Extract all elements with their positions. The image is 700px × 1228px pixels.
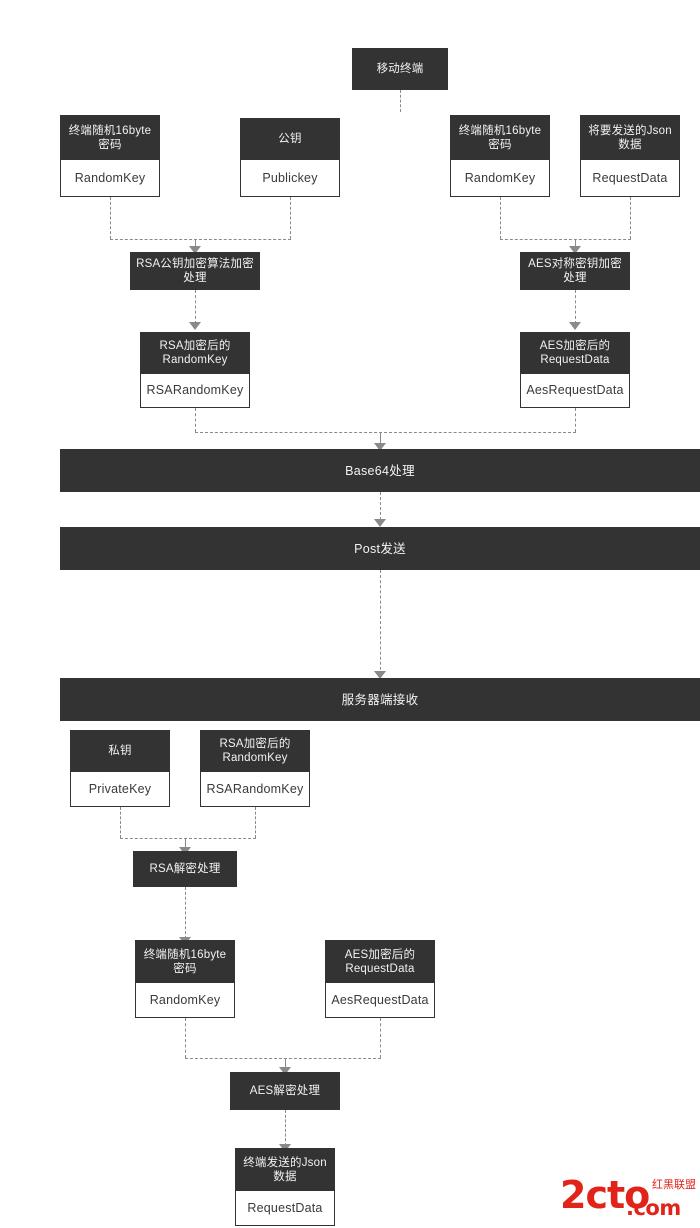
- bar-server-receive-label: 服务器端接收: [341, 692, 419, 707]
- connector-aesdata-server-down: [380, 1018, 381, 1058]
- connector-aes-merge-stem: [575, 239, 576, 249]
- connector-rsa-decrypt-stem: [185, 838, 186, 850]
- node-mobile-terminal: 移动终端: [352, 48, 448, 90]
- connector-randomkey-down: [110, 197, 111, 239]
- process-aes-encrypt-label: AES对称密钥加密处理: [528, 258, 622, 284]
- node-rsa-random-key: RSA加密后的RandomKey RSARandomKey: [140, 332, 250, 408]
- connector-requestdata-down: [630, 197, 631, 239]
- node-rsa-random-key-body: RSARandomKey: [140, 374, 250, 408]
- connector-publickey-down: [290, 197, 291, 239]
- node-public-key-head: 公钥: [240, 118, 340, 160]
- node-random-key-client: 终端随机16byte密码 RandomKey: [60, 115, 160, 197]
- bar-base64: Base64处理: [60, 449, 700, 492]
- node-rsa-random-key-server-body: RSARandomKey: [200, 772, 310, 807]
- node-public-key-body: Publickey: [240, 160, 340, 197]
- connector-rsa-result-down: [195, 408, 196, 432]
- arrow-into-server: [374, 671, 386, 679]
- node-aes-request-data-server-body: AesRequestData: [325, 983, 435, 1018]
- arrow-into-base64: [374, 443, 386, 451]
- node-private-key-body: PrivateKey: [70, 772, 170, 807]
- node-private-key: 私钥 PrivateKey: [70, 730, 170, 807]
- connector-base64-to-post: [380, 492, 381, 520]
- process-rsa-encrypt-label: RSA公钥加密算法加密处理: [136, 258, 254, 284]
- connector-post-to-server: [380, 570, 381, 675]
- node-final-request-data-head: 终端发送的Json数据: [235, 1148, 335, 1191]
- arrow-into-aes-decrypt: [279, 1067, 291, 1075]
- connector-aes-encrypt-out: [575, 290, 576, 324]
- connector-rsa-decrypt-out: [185, 887, 186, 939]
- node-aes-request-data-head: AES加密后的RequestData: [520, 332, 630, 374]
- connector-private-key-down: [120, 807, 121, 838]
- node-aes-request-data-server: AES加密后的RequestData AesRequestData: [325, 940, 435, 1018]
- node-final-request-data-body: RequestData: [235, 1191, 335, 1226]
- process-rsa-decrypt: RSA解密处理: [133, 851, 237, 887]
- node-random-key-client-body: RandomKey: [60, 160, 160, 197]
- arrow-into-rsa-result: [189, 322, 201, 330]
- arrow-into-post: [374, 519, 386, 527]
- node-random-key-server: 终端随机16byte密码 RandomKey: [135, 940, 235, 1018]
- node-rsa-random-key-server: RSA加密后的RandomKey RSARandomKey: [200, 730, 310, 807]
- node-request-data-json-head: 将要发送的Json数据: [580, 115, 680, 160]
- connector-title-stem: [400, 90, 401, 112]
- process-rsa-decrypt-label: RSA解密处理: [149, 863, 221, 875]
- arrow-into-rsa-encrypt: [189, 246, 201, 254]
- connector-randomkey-server-down: [185, 1018, 186, 1058]
- watermark-cn-text: 红黑联盟: [652, 1179, 696, 1191]
- connector-rsa-decrypt-merge-bar: [120, 838, 256, 839]
- connector-rsa-key-server-down: [255, 807, 256, 838]
- node-random-key-server-head: 终端随机16byte密码: [135, 940, 235, 983]
- node-random-key-aes: 终端随机16byte密码 RandomKey: [450, 115, 550, 197]
- node-request-data-json-body: RequestData: [580, 160, 680, 197]
- connector-aes-decrypt-out: [285, 1110, 286, 1146]
- node-mobile-terminal-label: 移动终端: [376, 63, 424, 75]
- connector-base64-stem: [380, 432, 381, 446]
- bar-base64-label: Base64处理: [345, 463, 415, 478]
- watermark-2cto: 2cto .com 红黑联盟: [560, 1176, 696, 1226]
- node-aes-request-data: AES加密后的RequestData AesRequestData: [520, 332, 630, 408]
- node-random-key-client-head: 终端随机16byte密码: [60, 115, 160, 160]
- watermark-domain-text: .com: [626, 1196, 681, 1220]
- arrow-into-aes-result: [569, 322, 581, 330]
- connector-aes-decrypt-merge-bar: [185, 1058, 381, 1059]
- arrow-into-aes-encrypt: [569, 246, 581, 254]
- node-public-key: 公钥 Publickey: [240, 118, 340, 197]
- node-aes-request-data-server-head: AES加密后的RequestData: [325, 940, 435, 983]
- node-random-key-aes-body: RandomKey: [450, 160, 550, 197]
- bar-post-send: Post发送: [60, 527, 700, 570]
- connector-aes-result-down: [575, 408, 576, 432]
- process-aes-decrypt: AES解密处理: [230, 1072, 340, 1110]
- connector-rsa-encrypt-out: [195, 290, 196, 324]
- node-request-data-json: 将要发送的Json数据 RequestData: [580, 115, 680, 197]
- process-aes-encrypt: AES对称密钥加密处理: [520, 252, 630, 290]
- node-rsa-random-key-server-head: RSA加密后的RandomKey: [200, 730, 310, 772]
- connector-aes-merge-bar: [500, 239, 631, 240]
- connector-rsa-merge-bar: [110, 239, 291, 240]
- process-rsa-encrypt: RSA公钥加密算法加密处理: [130, 252, 260, 290]
- bar-server-receive: 服务器端接收: [60, 678, 700, 721]
- node-rsa-random-key-head: RSA加密后的RandomKey: [140, 332, 250, 374]
- node-final-request-data: 终端发送的Json数据 RequestData: [235, 1148, 335, 1226]
- connector-base64-merge-bar: [195, 432, 576, 433]
- connector-aes-decrypt-stem: [285, 1058, 286, 1070]
- bar-post-send-label: Post发送: [354, 541, 406, 556]
- process-aes-decrypt-label: AES解密处理: [249, 1085, 321, 1097]
- node-aes-request-data-body: AesRequestData: [520, 374, 630, 408]
- connector-randomkey-aes-down: [500, 197, 501, 239]
- watermark-main-text: 2cto: [560, 1173, 650, 1217]
- connector-rsa-merge-stem: [195, 239, 196, 249]
- node-random-key-aes-head: 终端随机16byte密码: [450, 115, 550, 160]
- node-private-key-head: 私钥: [70, 730, 170, 772]
- node-random-key-server-body: RandomKey: [135, 983, 235, 1018]
